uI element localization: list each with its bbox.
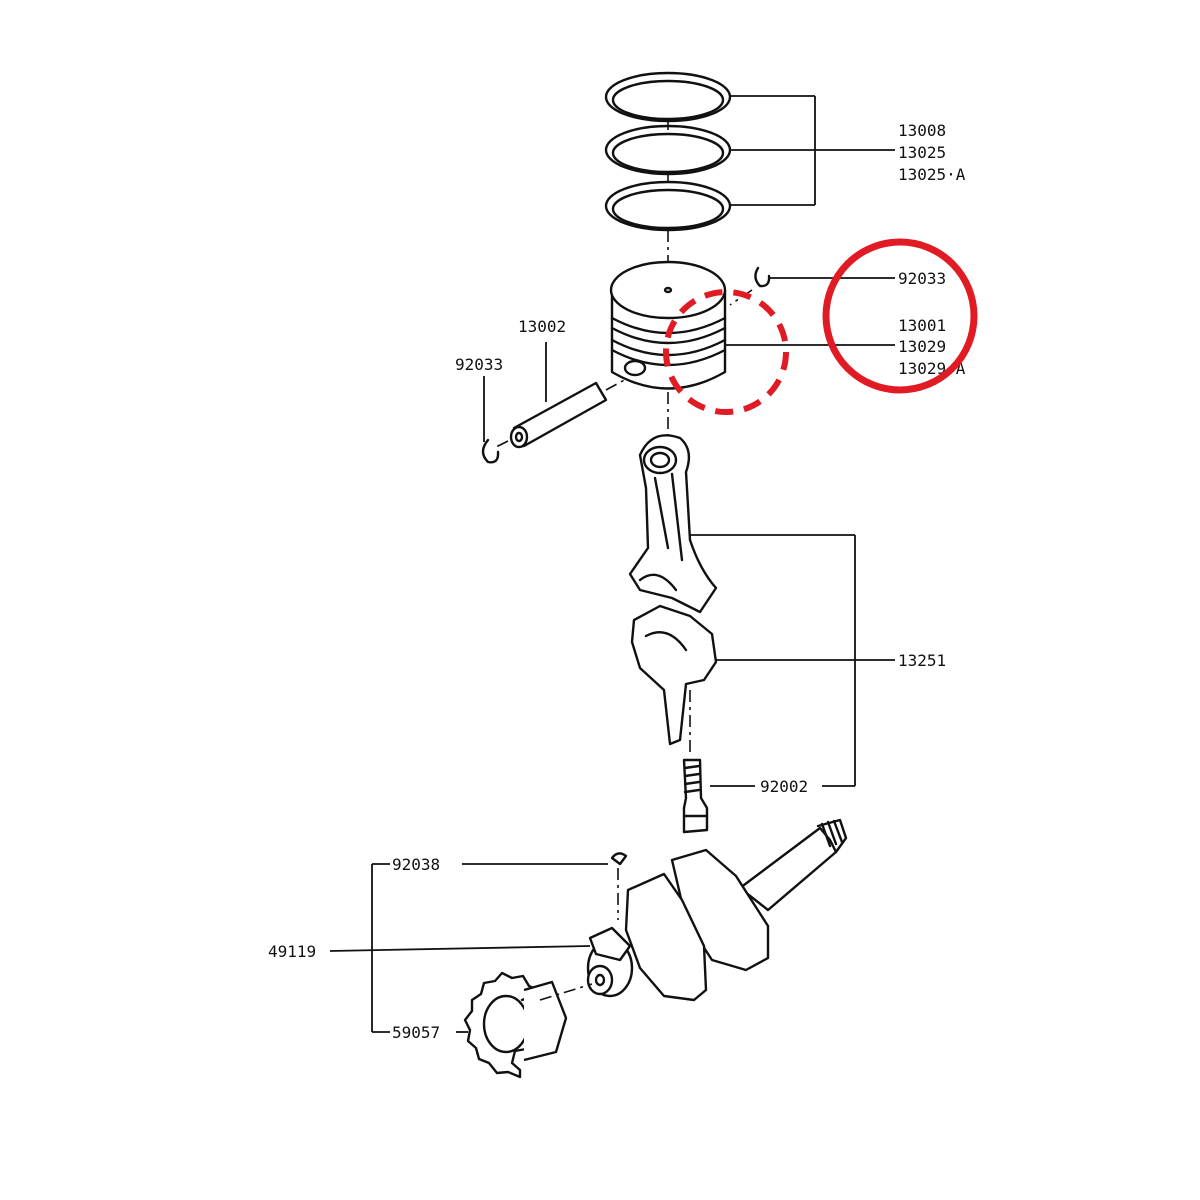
label-piston-clip: 92033 <box>898 269 946 288</box>
label-ring-2: 13025 <box>898 143 946 162</box>
label-rod-bolt: 92002 <box>760 777 808 796</box>
label-piston-pin: 13002 <box>518 317 566 336</box>
label-key: 92038 <box>392 855 440 874</box>
highlight-circle-solid <box>822 238 978 394</box>
label-piston-2: 13029 <box>898 337 946 356</box>
connecting-rod <box>628 434 718 614</box>
crank-gear <box>463 971 593 1079</box>
rod-bolt <box>682 758 709 834</box>
piston-rings <box>604 71 732 262</box>
highlight-circle-dashed <box>663 289 789 415</box>
piston-pin <box>495 377 629 449</box>
label-ring-1: 13008 <box>898 121 946 140</box>
pin-clip-right <box>729 266 771 306</box>
label-piston-1: 13001 <box>898 316 946 335</box>
piston <box>609 260 727 452</box>
rod-cap <box>630 604 718 752</box>
highlight-overlays <box>663 238 978 415</box>
crankshaft <box>586 818 848 1002</box>
label-pin-clip: 92033 <box>455 355 503 374</box>
pin-clip-left <box>481 438 500 464</box>
label-ring-3: 13025·A <box>898 165 966 184</box>
label-gear: 59057 <box>392 1023 440 1042</box>
woodruff-key <box>610 852 628 920</box>
label-conrod: 13251 <box>898 651 946 670</box>
leader-lines <box>329 95 895 1033</box>
label-crankshaft: 49119 <box>268 942 316 961</box>
